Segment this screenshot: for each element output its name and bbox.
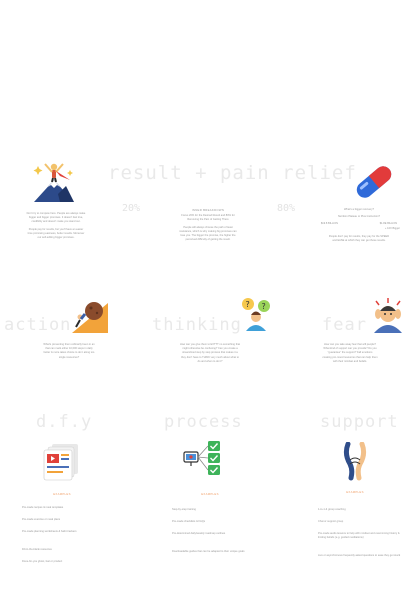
hero-right-text: What's a bigger recovery? Nutrition Plat… bbox=[300, 208, 418, 243]
dfy-item-4: Fill-in-the-blank resources bbox=[22, 548, 52, 551]
process-label: EXAMPLES bbox=[201, 492, 219, 496]
fear-title: fear bbox=[322, 315, 367, 335]
hero-center-text: INNER BREAKDOWN Focus 20% for the Desire… bbox=[148, 208, 268, 242]
document-stack-icon bbox=[43, 444, 78, 481]
dfy-item-2: Pre-made exercise or meal plans bbox=[22, 518, 61, 521]
support-item-4: Live or asynchronous frequently asked qu… bbox=[318, 554, 401, 557]
percent-left: 20% bbox=[122, 203, 141, 214]
process-item-3: Pre-determined daily/weekly roadmap outl… bbox=[172, 532, 226, 535]
dfy-item-1: Pre-made recipes & meal templates bbox=[22, 506, 64, 509]
action-text: What's preventing them ordinarily been i… bbox=[43, 343, 95, 359]
support-title: support bbox=[320, 412, 399, 432]
process-item-4: Downloadable guides that can be adapted … bbox=[172, 550, 245, 553]
support-item-2: Chat or support group bbox=[318, 520, 344, 523]
mountain-summit-icon bbox=[33, 163, 74, 202]
support-item-3: Pre-made audio lessons to help with mind… bbox=[318, 532, 400, 540]
process-item-1: Step-by-step training bbox=[172, 508, 196, 511]
price-right: $1.8E BILLION bbox=[379, 222, 398, 226]
hero-title: result + pain relief bbox=[108, 162, 357, 184]
price-note: + 10X Bigger bbox=[384, 226, 400, 230]
thinking-text: How can you give them to EXTTT no someth… bbox=[179, 343, 241, 363]
hero-center-heading: INNER BREAKDOWN bbox=[191, 208, 225, 212]
process-section: process EXAMPLES Step-by-step training P… bbox=[140, 412, 280, 572]
hero-right-question: Nutrition Plateau or Plus Instruction? bbox=[337, 215, 381, 219]
action-title: action bbox=[4, 315, 72, 335]
action-section: action What's preventing them ordinarily… bbox=[0, 295, 140, 375]
svg-text:?: ? bbox=[246, 300, 250, 309]
dfy-label: EXAMPLES bbox=[53, 492, 71, 496]
checklist-icon bbox=[183, 441, 220, 475]
svg-text:?: ? bbox=[262, 302, 266, 311]
dfy-section: d.f.y EXAMPLES Pre-made recipes & meal t… bbox=[0, 412, 140, 572]
boulder-push-icon bbox=[72, 302, 108, 333]
dfy-item-3: Pre-made planning worksheets & habit tra… bbox=[22, 530, 77, 533]
process-title: process bbox=[164, 412, 243, 432]
fear-text: How can you take away fear that will peo… bbox=[322, 343, 378, 363]
support-item-1: 1-to-1 & group coaching bbox=[318, 508, 346, 511]
percent-right: 80% bbox=[277, 203, 296, 214]
thinking-title: thinking bbox=[152, 315, 242, 335]
dfy-title: d.f.y bbox=[36, 412, 93, 432]
handshake-icon bbox=[343, 442, 367, 481]
stressed-person-icon bbox=[374, 298, 402, 333]
thinking-person-icon: ? ? bbox=[242, 298, 270, 331]
support-section: support EXAMPLES 1-to-1 & group coaching… bbox=[280, 412, 420, 572]
fear-section: fear How can you take away fear that wil… bbox=[280, 295, 420, 375]
thinking-section: thinking ? ? How can you give them to EX… bbox=[140, 295, 280, 375]
support-label: EXAMPLES bbox=[346, 490, 364, 494]
process-item-2: Pre-made checklists & FAQs bbox=[172, 520, 206, 523]
hero-intro-text: Don't try to compete here. People are al… bbox=[26, 212, 86, 240]
price-left: $19.8 BILLION bbox=[320, 222, 339, 226]
dfy-item-5: Done-for-you ghost, feel or product bbox=[22, 560, 63, 563]
hero-section: result + pain relief 20% 80% Don't try t… bbox=[0, 150, 420, 270]
hero-right-heading: What's a bigger recovery? bbox=[343, 208, 375, 211]
pill-capsule-icon bbox=[356, 166, 392, 198]
